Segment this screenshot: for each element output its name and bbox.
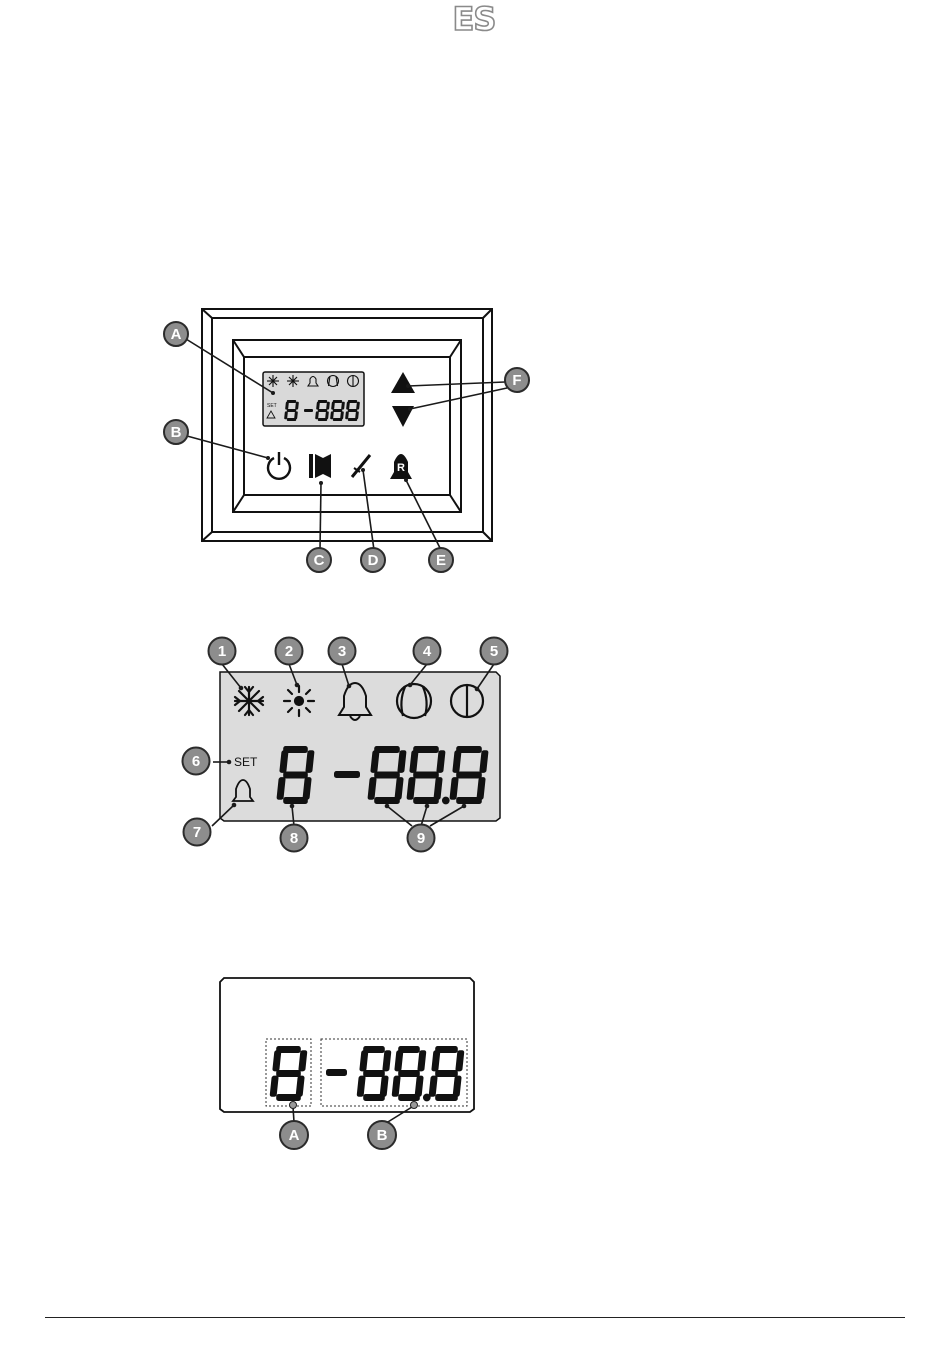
svg-text:4: 4 xyxy=(423,643,432,660)
digit-callout-b: B xyxy=(368,1121,396,1149)
svg-text:E: E xyxy=(436,552,446,569)
svg-text:9: 9 xyxy=(417,830,425,847)
digit-segment xyxy=(276,1070,301,1077)
defrost-icon xyxy=(284,686,314,716)
svg-text:5: 5 xyxy=(490,643,498,660)
panel-display-set-label: SET xyxy=(267,403,277,409)
svg-text:2: 2 xyxy=(285,643,293,660)
svg-text:F: F xyxy=(512,372,521,389)
panel-display: SET xyxy=(263,372,364,426)
display-callout-2: 2 xyxy=(276,638,303,665)
svg-text:3: 3 xyxy=(338,643,346,660)
up-arrow-button[interactable] xyxy=(391,372,415,393)
svg-text:1: 1 xyxy=(218,643,226,660)
cooling-snowflake-icon xyxy=(235,687,263,715)
display-callout-1: 1 xyxy=(209,638,236,665)
digit-segment xyxy=(318,409,327,412)
set-label: SET xyxy=(234,755,258,769)
svg-text:A: A xyxy=(289,1127,300,1144)
panel-callout-b: B xyxy=(164,420,188,444)
defrost-button[interactable] xyxy=(309,454,331,478)
digit-segment xyxy=(374,772,400,779)
display-detail: SET xyxy=(220,672,500,821)
panel-callout-e: E xyxy=(429,548,453,572)
display-callout-8: 8 xyxy=(281,825,308,852)
light-button[interactable] xyxy=(352,455,370,477)
svg-text:B: B xyxy=(377,1127,388,1144)
digit-groups-detail xyxy=(220,978,474,1112)
digit-segment xyxy=(333,409,342,412)
alarm-reset-button[interactable]: R xyxy=(390,454,412,479)
svg-text:6: 6 xyxy=(192,753,200,770)
decimal-point xyxy=(442,797,450,805)
display-callout-3: 3 xyxy=(329,638,356,665)
digit-segment xyxy=(435,1070,458,1077)
on-off-button[interactable] xyxy=(268,452,290,479)
display-callout-9: 9 xyxy=(408,825,435,852)
svg-text:7: 7 xyxy=(193,824,201,841)
svg-text:D: D xyxy=(368,552,379,569)
digit-group-callouts: AB xyxy=(280,1121,396,1149)
display-callout-6: 6 xyxy=(183,748,210,775)
panel-callout-f: F xyxy=(505,368,529,392)
display-callout-7: 7 xyxy=(184,819,211,846)
digit-segment xyxy=(348,409,357,412)
digit-segment xyxy=(413,772,439,779)
svg-text:C: C xyxy=(314,552,325,569)
display-callout-5: 5 xyxy=(481,638,508,665)
digit-callout-a: A xyxy=(280,1121,308,1149)
panel-callout-a: A xyxy=(164,322,188,346)
digit-segment xyxy=(287,409,296,412)
minus-segment xyxy=(334,771,360,778)
svg-text:R: R xyxy=(397,462,405,474)
digit-segment xyxy=(398,1070,420,1077)
svg-text:A: A xyxy=(171,326,182,343)
display-callout-4: 4 xyxy=(414,638,441,665)
digit-segment xyxy=(283,772,308,779)
svg-text:B: B xyxy=(171,424,182,441)
minus-segment xyxy=(326,1069,347,1076)
digit-segment xyxy=(363,1070,385,1077)
digit-segment xyxy=(456,772,482,779)
footer-rule xyxy=(45,1317,905,1318)
minus-segment xyxy=(304,409,313,412)
panel-callout-c: C xyxy=(307,548,331,572)
panel-callout-d: D xyxy=(361,548,385,572)
svg-text:8: 8 xyxy=(290,830,298,847)
